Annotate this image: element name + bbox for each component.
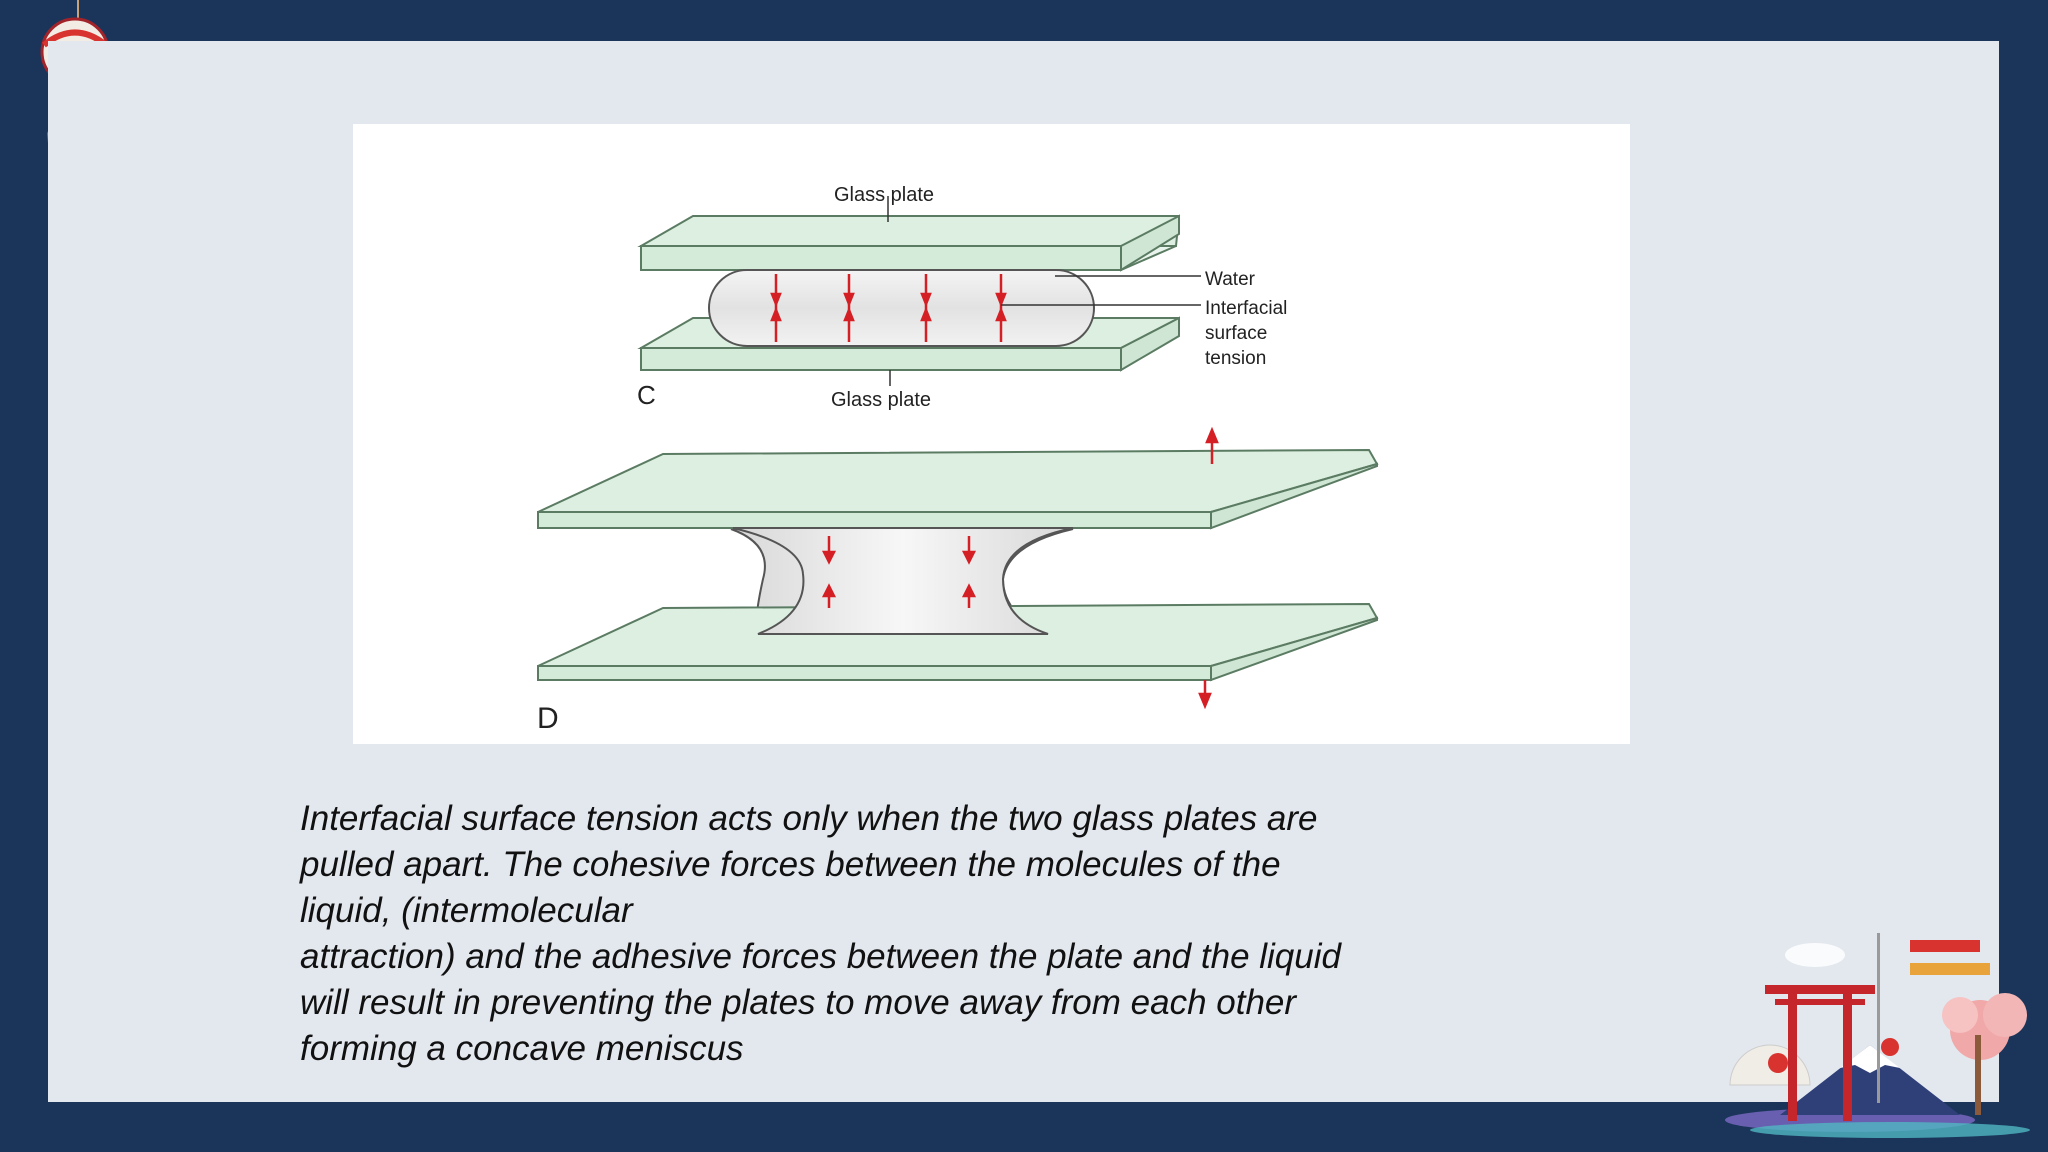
glass-plate-top-d — [537, 448, 1379, 530]
surface-tension-figure: Glass plate Glass plate Water Interfacia… — [353, 124, 1630, 744]
label-panel-d: D — [537, 702, 559, 735]
label-tension: tension — [1205, 348, 1266, 369]
torii-gate-decoration — [1725, 933, 2030, 1138]
caption-line: forming a concave meniscus — [300, 1029, 744, 1068]
tension-arrows-d — [821, 426, 1219, 710]
caption-text: Interfacial surface tension acts only wh… — [300, 796, 1560, 1072]
panel-d: D — [537, 426, 1379, 735]
glass-plate-top-c — [637, 214, 1181, 272]
label-interfacial: Interfacial — [1205, 298, 1287, 319]
label-panel-c: C — [637, 380, 656, 410]
label-water: Water — [1205, 269, 1256, 290]
caption-line: attraction) and the adhesive forces betw… — [300, 937, 1341, 976]
panel-c: Glass plate Glass plate Water Interfacia… — [637, 184, 1287, 411]
caption-line: Interfacial surface tension acts only wh… — [300, 799, 1318, 838]
label-glass-plate-top: Glass plate — [834, 184, 934, 206]
tension-arrows-c — [770, 274, 1007, 342]
caption-line: will result in preventing the plates to … — [300, 983, 1297, 1022]
caption-line: pulled apart. The cohesive forces betwee… — [300, 845, 1281, 884]
caption-line: liquid, (intermolecular — [300, 891, 633, 930]
water-c — [708, 269, 1095, 347]
label-surface: surface — [1205, 323, 1267, 344]
label-glass-plate-bottom: Glass plate — [831, 389, 931, 411]
